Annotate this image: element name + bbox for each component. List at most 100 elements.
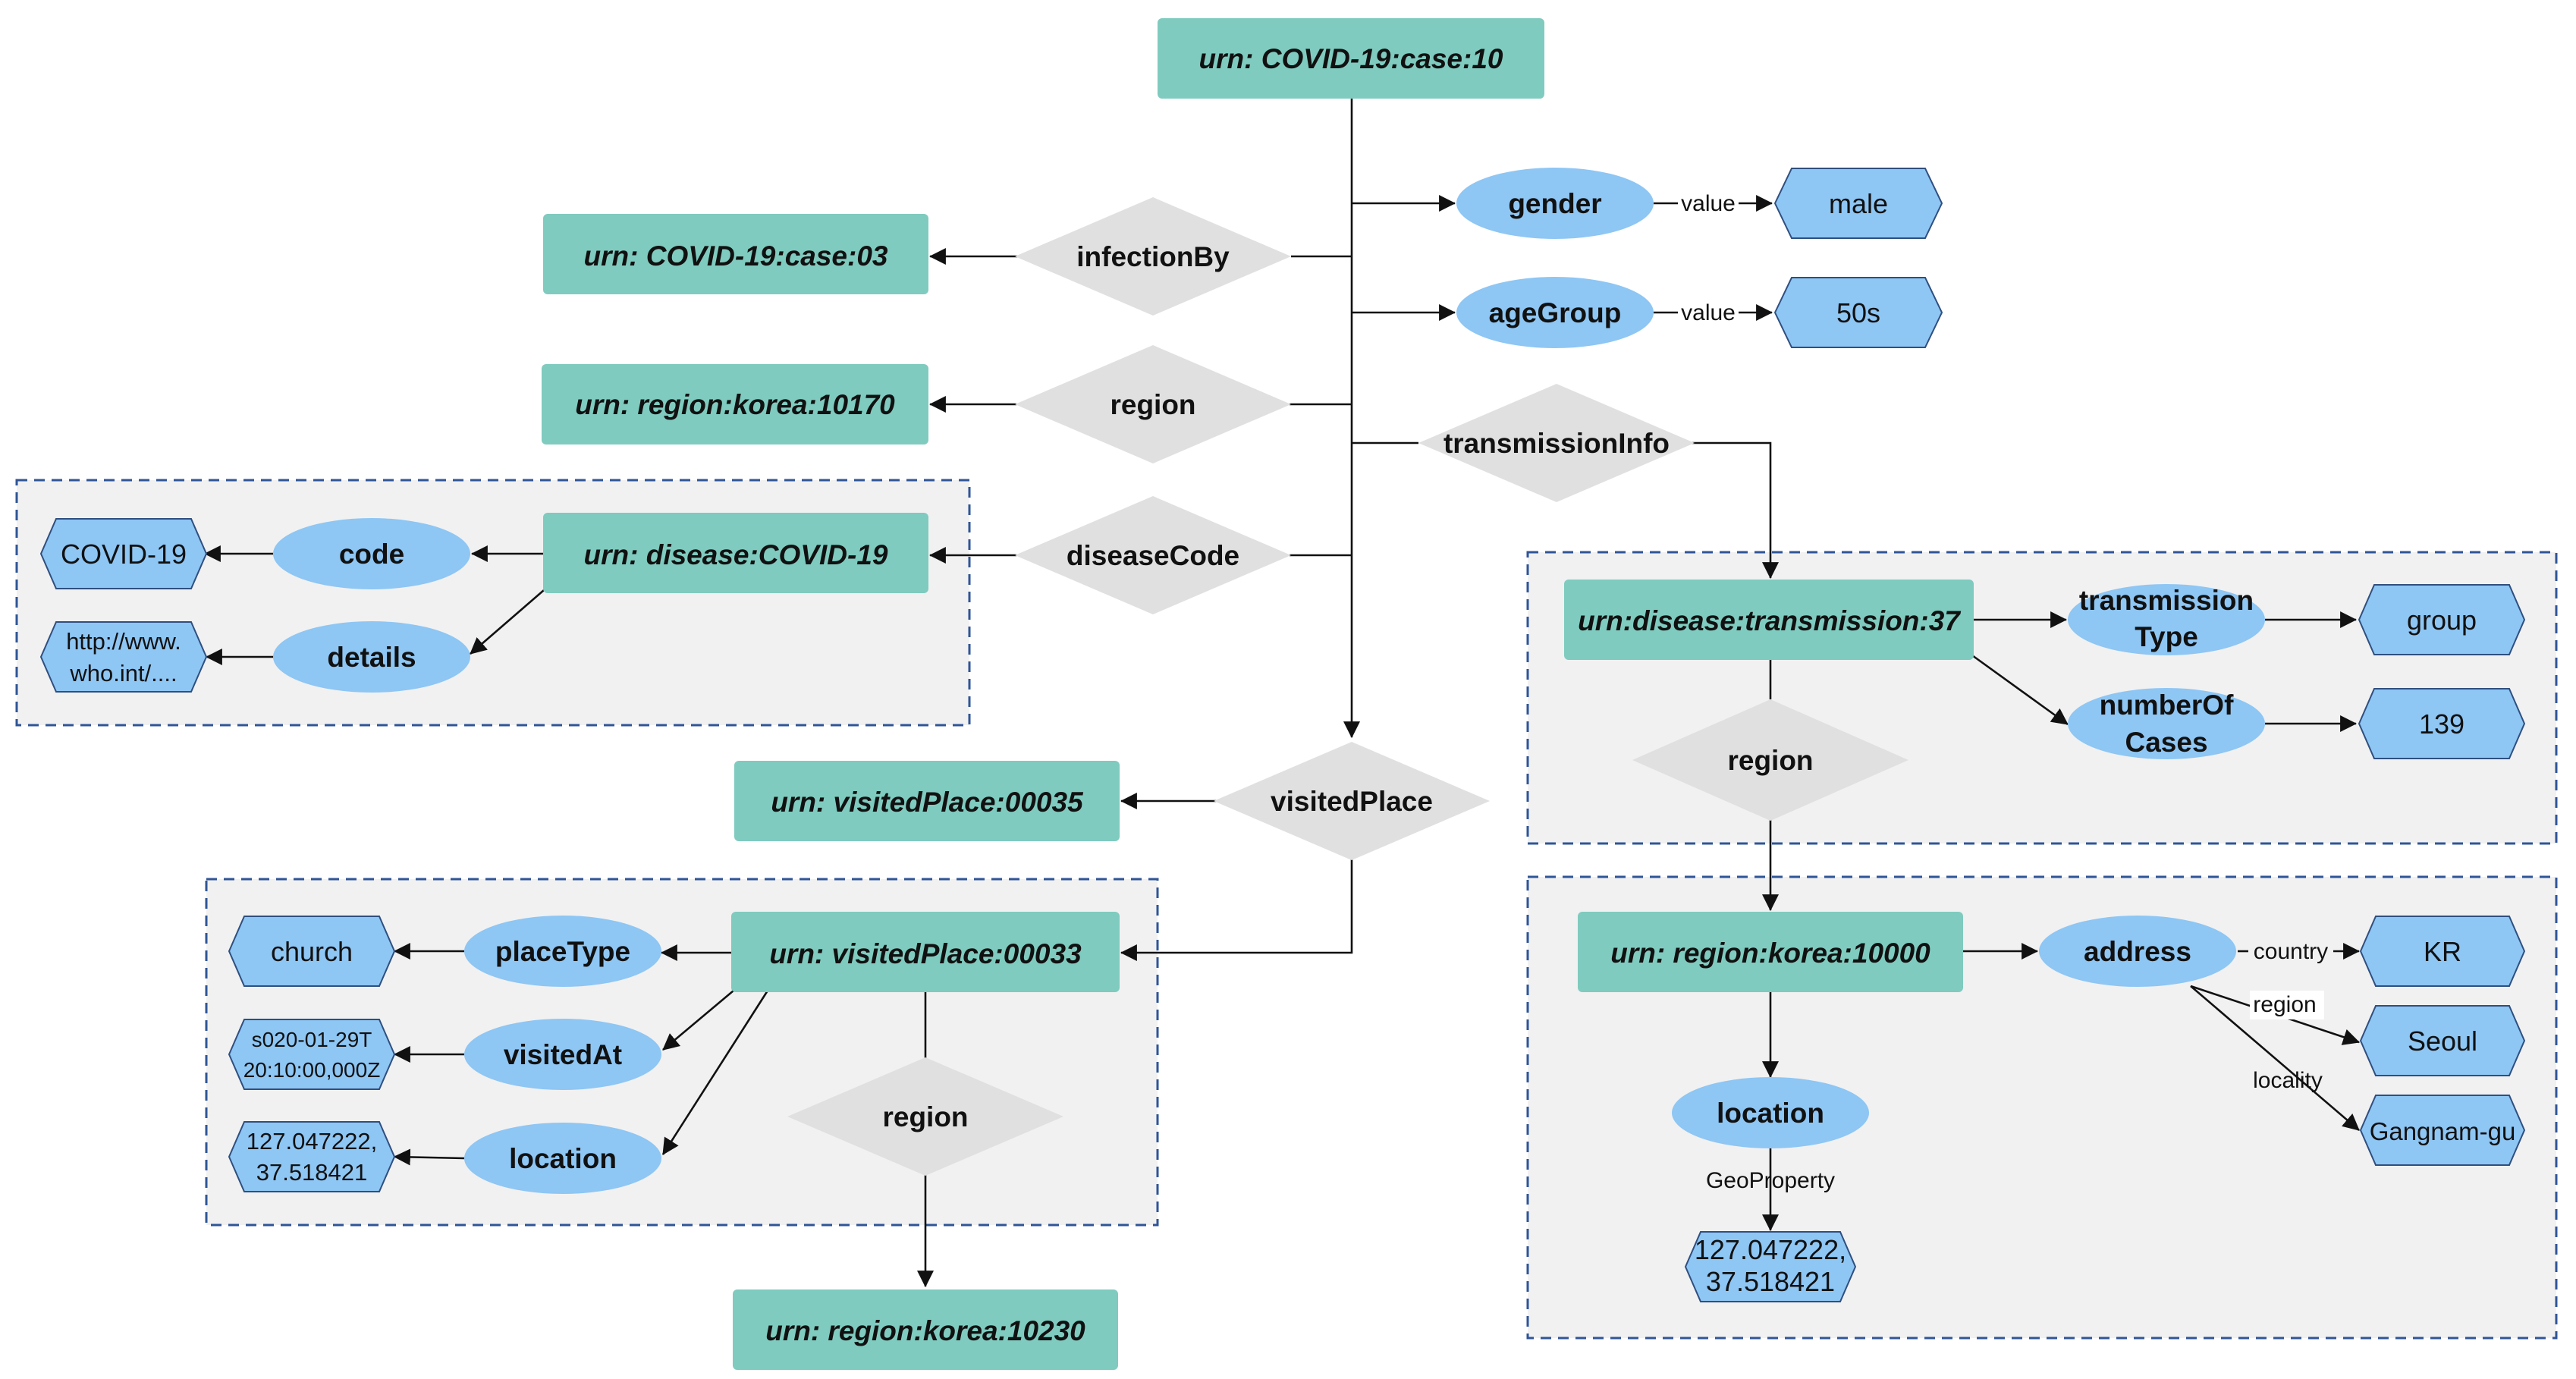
edge-visited33-location bbox=[661, 990, 769, 1155]
value-50s-label: 50s bbox=[1836, 297, 1880, 328]
entity-disease-covid19-label: urn: disease:COVID-19 bbox=[584, 539, 888, 570]
entity-visitedplace-00033-label: urn: visitedPlace:00033 bbox=[769, 938, 1082, 969]
edge-label-value-agegroup: value bbox=[1681, 300, 1736, 325]
property-location-region-label: location bbox=[1717, 1098, 1824, 1129]
value-gangnam: Gangnam-gu bbox=[2359, 1095, 2526, 1166]
value-church-label: church bbox=[271, 936, 353, 967]
edge-label-geoproperty: GeoProperty bbox=[1706, 1168, 1835, 1193]
edge-transmissioninfo-transmission37 bbox=[1690, 441, 1779, 580]
relationship-transmissioninfo-label: transmissionInfo bbox=[1444, 428, 1670, 459]
relationship-region-3-label: region bbox=[1727, 745, 1813, 776]
entity-visitedplace-00035-label: urn: visitedPlace:00035 bbox=[771, 787, 1084, 818]
entity-transmission-37[interactable]: urn:disease:transmission:37 bbox=[1564, 580, 1974, 660]
relationship-visitedplace-label: visitedPlace bbox=[1271, 786, 1433, 817]
property-numberofcases[interactable]: numberOf Cases bbox=[2068, 688, 2265, 759]
value-male: male bbox=[1773, 168, 1943, 239]
relationship-region-1[interactable]: region bbox=[1015, 345, 1291, 463]
value-139: 139 bbox=[2358, 688, 2526, 759]
value-seoul: Seoul bbox=[2359, 1005, 2526, 1076]
entity-region-10170-label: urn: region:korea:10170 bbox=[575, 389, 895, 420]
property-location-region[interactable]: location bbox=[1672, 1077, 1869, 1148]
relationship-region-2-label: region bbox=[882, 1101, 968, 1132]
entity-disease-covid19[interactable]: urn: disease:COVID-19 bbox=[543, 513, 928, 593]
value-covid19-label: COVID-19 bbox=[61, 539, 187, 570]
entity-visitedplace-00035[interactable]: urn: visitedPlace:00035 bbox=[734, 761, 1120, 841]
value-coords-region-line2: 37.518421 bbox=[1706, 1266, 1835, 1297]
value-coords-visited-line1: 127.047222, bbox=[247, 1128, 377, 1154]
property-code-label: code bbox=[339, 539, 404, 570]
edge-location-coords bbox=[393, 1148, 465, 1166]
entity-case-10-label: urn: COVID-19:case:10 bbox=[1199, 43, 1503, 74]
relationship-region-1-label: region bbox=[1110, 389, 1195, 420]
relationship-diseasecode-label: diseaseCode bbox=[1067, 540, 1239, 571]
value-covid19: COVID-19 bbox=[39, 518, 208, 589]
value-who-line2: who.int/.... bbox=[69, 660, 177, 686]
property-visitedat[interactable]: visitedAt bbox=[464, 1019, 661, 1090]
property-transmissiontype-line1: transmission bbox=[2079, 585, 2254, 616]
property-code[interactable]: code bbox=[273, 518, 470, 589]
edge-label-locality: locality bbox=[2253, 1068, 2323, 1093]
property-location-visited-label: location bbox=[509, 1143, 617, 1174]
value-coords-visited-line2: 37.518421 bbox=[256, 1159, 368, 1186]
entity-visitedplace-00033[interactable]: urn: visitedPlace:00033 bbox=[731, 912, 1120, 992]
value-seoul-label: Seoul bbox=[2408, 1026, 2477, 1057]
edge-address-gangnam bbox=[2190, 985, 2360, 1131]
value-group-label: group bbox=[2407, 605, 2477, 636]
edge-visited33-visitedat bbox=[662, 990, 734, 1051]
property-transmissiontype-line2: Type bbox=[2135, 621, 2198, 652]
property-gender-label: gender bbox=[1508, 188, 1601, 219]
relationship-region-3[interactable]: region bbox=[1632, 699, 1908, 821]
edge-disease-details bbox=[470, 589, 545, 655]
relationship-visitedplace[interactable]: visitedPlace bbox=[1214, 742, 1490, 860]
property-details[interactable]: details bbox=[273, 621, 470, 693]
relationship-region-2[interactable]: region bbox=[787, 1057, 1063, 1176]
value-coords-visited: 127.047222, 37.518421 bbox=[228, 1121, 396, 1192]
property-agegroup[interactable]: ageGroup bbox=[1456, 277, 1654, 348]
value-50s: 50s bbox=[1773, 277, 1943, 348]
value-who-link[interactable]: http://www. who.int/.... bbox=[39, 621, 208, 693]
value-kr: KR bbox=[2359, 916, 2526, 987]
entity-region-10230[interactable]: urn: region:korea:10230 bbox=[733, 1289, 1118, 1370]
entity-case-03[interactable]: urn: COVID-19:case:03 bbox=[543, 214, 928, 294]
value-group: group bbox=[2358, 584, 2526, 655]
entity-region-10230-label: urn: region:korea:10230 bbox=[765, 1315, 1085, 1346]
entity-region-10000-label: urn: region:korea:10000 bbox=[1610, 938, 1930, 969]
entity-region-10170[interactable]: urn: region:korea:10170 bbox=[542, 364, 928, 444]
property-location-visited[interactable]: location bbox=[464, 1123, 661, 1194]
property-agegroup-label: ageGroup bbox=[1489, 297, 1622, 328]
relationship-diseasecode[interactable]: diseaseCode bbox=[1015, 496, 1291, 614]
property-numberofcases-line1: numberOf bbox=[2100, 690, 2234, 721]
relationship-infectionby[interactable]: infectionBy bbox=[1015, 197, 1291, 316]
value-gangnam-label: Gangnam-gu bbox=[2370, 1117, 2516, 1145]
property-address-label: address bbox=[2084, 936, 2191, 967]
value-coords-region-line1: 127.047222, bbox=[1695, 1234, 1846, 1265]
value-visited-time-line2: 20:10:00,000Z bbox=[243, 1058, 381, 1082]
property-gender[interactable]: gender bbox=[1456, 168, 1654, 239]
entity-case-10[interactable]: urn: COVID-19:case:10 bbox=[1158, 18, 1544, 99]
entity-transmission-37-label: urn:disease:transmission:37 bbox=[1578, 605, 1962, 636]
property-placetype[interactable]: placeType bbox=[464, 916, 661, 987]
property-transmissiontype[interactable]: transmission Type bbox=[2068, 584, 2265, 655]
value-who-line1: http://www. bbox=[66, 628, 181, 655]
edge-label-region: region bbox=[2253, 992, 2316, 1017]
value-139-label: 139 bbox=[2419, 708, 2464, 740]
entity-region-10000[interactable]: urn: region:korea:10000 bbox=[1578, 912, 1963, 992]
value-visited-time: s020-01-29T 20:10:00,000Z bbox=[228, 1019, 396, 1090]
property-visitedat-label: visitedAt bbox=[504, 1039, 622, 1070]
property-address[interactable]: address bbox=[2039, 916, 2236, 987]
value-coords-region: 127.047222, 37.518421 bbox=[1684, 1231, 1857, 1302]
edge-label-value-gender: value bbox=[1681, 191, 1736, 216]
relationship-transmissioninfo[interactable]: transmissionInfo bbox=[1418, 384, 1695, 502]
edge-transmission-cases bbox=[1971, 654, 2069, 726]
edge-visitedplace-visited33 bbox=[1120, 857, 1353, 961]
property-numberofcases-line2: Cases bbox=[2125, 727, 2207, 758]
value-church: church bbox=[228, 916, 396, 987]
value-visited-time-line1: s020-01-29T bbox=[252, 1028, 372, 1051]
relationship-infectionby-label: infectionBy bbox=[1076, 241, 1230, 272]
value-male-label: male bbox=[1829, 188, 1888, 219]
edge-label-country: country bbox=[2254, 939, 2328, 964]
property-details-label: details bbox=[327, 642, 416, 673]
entity-case-03-label: urn: COVID-19:case:03 bbox=[584, 240, 888, 272]
value-kr-label: KR bbox=[2424, 936, 2461, 967]
